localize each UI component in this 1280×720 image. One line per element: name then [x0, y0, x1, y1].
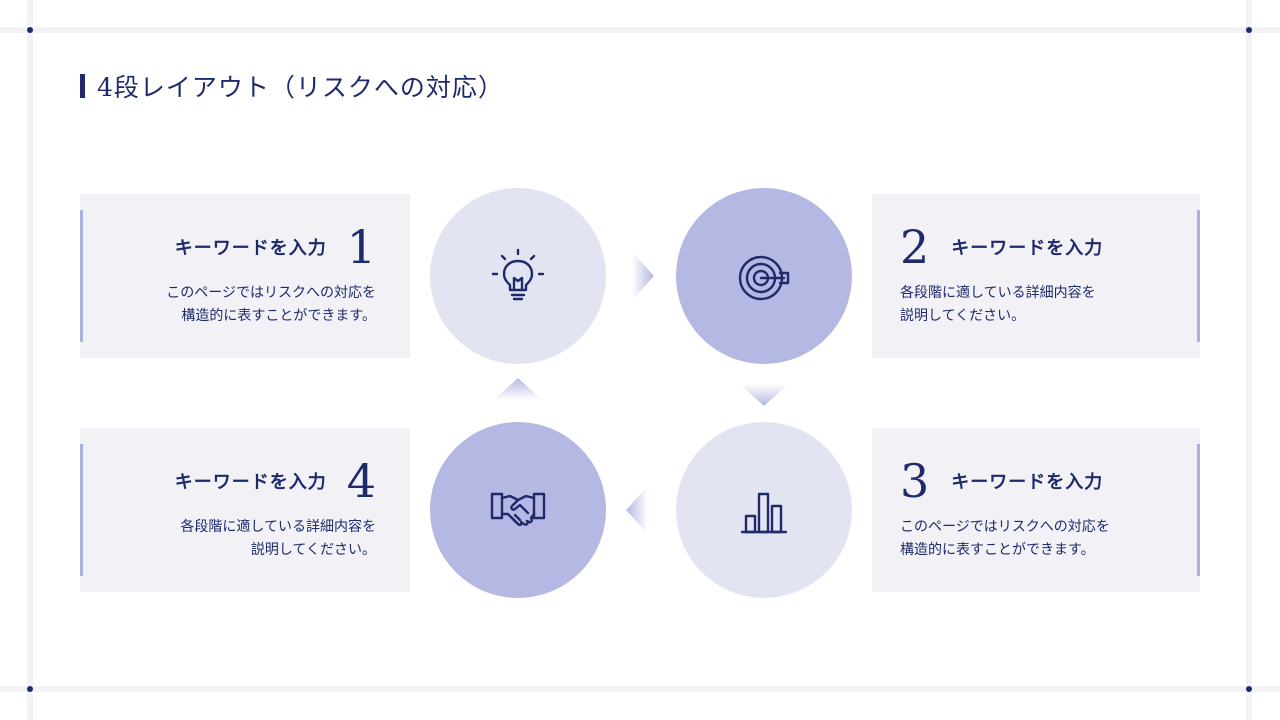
card-accent-bar [1197, 210, 1200, 342]
card-description-line: 構造的に表すことができます。 [900, 542, 1095, 558]
frame-bottom-line [0, 686, 1280, 692]
card-description: このページではリスクへの対応を 構造的に表すことができます。 [166, 282, 376, 328]
frame-corner-dot [1246, 27, 1252, 33]
frame-corner-dot [1246, 686, 1252, 692]
card-accent-bar [1197, 444, 1200, 576]
card-accent-bar [80, 210, 83, 342]
card-description-line: 各段階に適している詳細内容を [180, 519, 376, 535]
step-circle-3 [676, 422, 852, 598]
arrow-up-icon [494, 378, 542, 400]
step-card-4: キーワードを入力 4 各段階に適している詳細内容を 説明してください。 [80, 428, 410, 592]
card-header: 2 キーワードを入力 [900, 224, 1103, 270]
card-description: 各段階に適している詳細内容を 説明してください。 [900, 282, 1096, 328]
card-description-line: 説明してください。 [250, 542, 376, 558]
card-header: キーワードを入力 1 [175, 224, 376, 270]
card-description-line: 構造的に表すことができます。 [181, 308, 376, 324]
step-card-3: 3 キーワードを入力 このページではリスクへの対応を 構造的に表すことができます… [872, 428, 1200, 592]
card-keyword: キーワードを入力 [951, 472, 1104, 493]
title-accent-bar [80, 74, 85, 98]
arrow-right-icon [632, 252, 654, 300]
lightbulb-icon [491, 248, 545, 301]
card-description-line: 各段階に適している詳細内容を [900, 285, 1096, 301]
frame-corner-dot [27, 686, 33, 692]
step-card-1: キーワードを入力 1 このページではリスクへの対応を 構造的に表すことができます… [80, 194, 410, 358]
step-number: 1 [346, 220, 376, 274]
frame-top-line [0, 27, 1280, 33]
step-circle-1 [430, 188, 606, 364]
frame-corner-dot [27, 27, 33, 33]
title-area: 4段レイアウト（リスクへの対応） [80, 70, 504, 102]
frame-right-line [1246, 0, 1252, 720]
frame-left-line [27, 0, 33, 720]
page-title: 4段レイアウト（リスクへの対応） [97, 73, 504, 102]
card-header: キーワードを入力 4 [175, 458, 376, 504]
arrow-down-icon [740, 384, 788, 406]
card-keyword: キーワードを入力 [174, 472, 327, 493]
card-keyword: キーワードを入力 [174, 238, 327, 259]
bar-chart-icon [740, 492, 788, 534]
card-description-line: このページではリスクへの対応を [900, 519, 1110, 535]
target-icon [738, 255, 790, 301]
step-circle-2 [676, 188, 852, 364]
step-number: 2 [900, 220, 930, 274]
step-circle-4 [430, 422, 606, 598]
step-number: 4 [346, 454, 376, 508]
card-keyword: キーワードを入力 [951, 238, 1104, 259]
card-description: このページではリスクへの対応を 構造的に表すことができます。 [900, 516, 1110, 562]
handshake-icon [490, 492, 546, 527]
step-card-2: 2 キーワードを入力 各段階に適している詳細内容を 説明してください。 [872, 194, 1200, 358]
card-accent-bar [80, 444, 83, 576]
arrow-left-icon [626, 486, 648, 534]
card-description: 各段階に適している詳細内容を 説明してください。 [180, 516, 376, 562]
step-number: 3 [900, 454, 930, 508]
card-header: 3 キーワードを入力 [900, 458, 1103, 504]
card-description-line: このページではリスクへの対応を [166, 285, 376, 301]
card-description-line: 説明してください。 [900, 308, 1026, 324]
